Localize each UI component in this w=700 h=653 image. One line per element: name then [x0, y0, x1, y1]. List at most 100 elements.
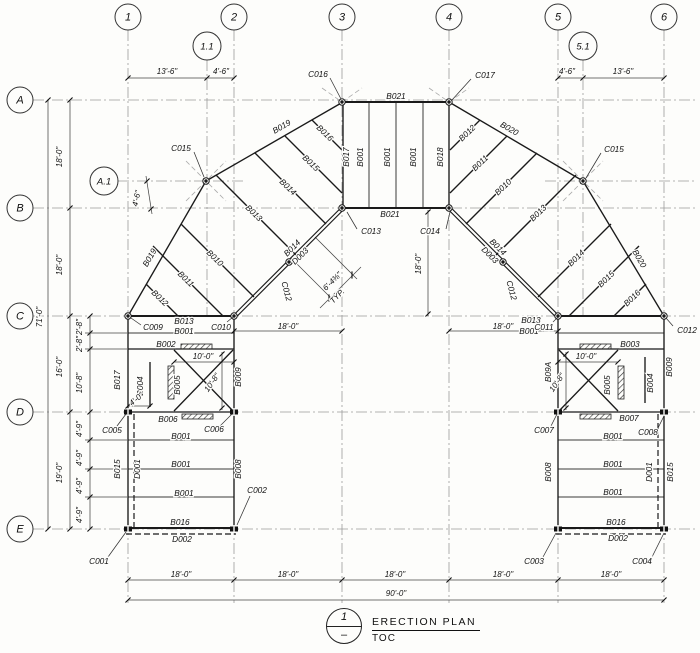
dimension-text: 18'-0"	[414, 253, 423, 275]
leader-line	[116, 413, 127, 427]
construction-line	[321, 87, 343, 103]
beam-line	[448, 101, 584, 182]
drawing-title: ERECTION PLAN	[372, 616, 481, 631]
dimension-tick	[580, 75, 586, 81]
grid-bubble-label: 1	[125, 12, 131, 24]
dimension-tick	[87, 526, 93, 532]
grid-bubble-label: E	[16, 524, 24, 536]
beam-label-b001: B001	[171, 459, 190, 469]
grid-bubble-circle	[6, 515, 34, 543]
leader-line	[329, 77, 342, 100]
beam-label-b017: B017	[112, 370, 122, 390]
bearing-plate	[579, 343, 612, 350]
grid-bubble-a: A	[6, 86, 34, 114]
dimension-text: 10'-0"	[193, 352, 215, 361]
beam-label-b005: B005	[172, 375, 182, 395]
beam-line	[205, 101, 344, 182]
dimension-ticks	[45, 75, 667, 603]
dimension-tick	[87, 330, 93, 336]
leader-line	[193, 151, 205, 178]
bearing-plate	[180, 343, 213, 350]
beam-label-b009: B009	[664, 357, 674, 377]
beam-label-c012: C012	[280, 280, 295, 302]
beam-label-d001: D001	[644, 462, 654, 482]
beam-label-b021: B021	[380, 209, 399, 219]
beam-line	[465, 152, 538, 225]
column-label-c008: C008	[638, 427, 658, 437]
leader-line	[346, 211, 358, 230]
hatch-plates	[167, 343, 625, 420]
grid-bubble-label: C	[16, 311, 24, 323]
dimension-text: 18'-0"	[55, 146, 64, 168]
dimension-text: 16'-0"	[55, 356, 64, 378]
grid-bubble-label: 5.1	[576, 42, 589, 53]
column-node-center	[556, 314, 560, 318]
column-marks	[124, 408, 668, 533]
dimension-text: 18'-0"	[278, 322, 300, 331]
beam-line	[582, 180, 665, 317]
dimension-tick	[555, 328, 561, 334]
grid-bubble-a.1: A.1	[89, 166, 119, 196]
dimension-text: 4'-6"	[559, 67, 576, 76]
dimension-tick	[661, 577, 667, 583]
column-label-c004: C004	[632, 556, 652, 566]
dimension-tick	[45, 526, 51, 532]
dimension-tick	[446, 328, 452, 334]
beam-line	[127, 180, 207, 317]
drawing-subtitle: TOC	[372, 633, 396, 644]
leader-line	[657, 415, 665, 429]
grid-bubble-circle	[89, 166, 119, 196]
beam-line	[613, 283, 647, 317]
leader-line	[236, 495, 251, 526]
beam-label-b001: B001	[355, 147, 365, 166]
beam-label-b001: B001	[174, 488, 193, 498]
leader-line	[552, 316, 559, 323]
dimension-tick	[67, 313, 73, 319]
grid-bubble-circle	[6, 194, 34, 222]
column-node-center	[126, 314, 130, 318]
column-label-c015: C015	[171, 143, 191, 153]
grid-bubble-label: D	[16, 407, 24, 419]
dimension-tick	[231, 328, 237, 334]
dimension-tick	[219, 351, 225, 357]
grid-bubble-label: 2	[230, 12, 237, 24]
grid-bubble-circle	[544, 3, 572, 31]
beam-label-b008: B008	[233, 459, 243, 479]
beam-label-b004: B004	[645, 373, 655, 393]
beam-label-b015: B015	[665, 462, 675, 482]
grid-bubble-label: A.1	[96, 177, 111, 188]
dimension-tick	[339, 328, 345, 334]
grid-bubble-3: 3	[328, 3, 356, 31]
leader-line	[585, 152, 602, 179]
leader-line	[651, 532, 665, 558]
beam-label-b018: B018	[435, 147, 445, 167]
dimension-tick	[446, 577, 452, 583]
dimension-text: 13'-6"	[157, 67, 179, 76]
beam-label-b017: B017	[341, 147, 351, 167]
beam-line	[568, 245, 640, 317]
beam-line	[173, 349, 234, 412]
dimension-tick	[87, 346, 93, 352]
column-node-center	[340, 206, 344, 210]
beam-label-b020: B020	[499, 119, 521, 138]
beam-label-b001: B001	[603, 431, 622, 441]
beam-label-b015: B015	[112, 459, 122, 479]
dimension-text: 10'-8"	[75, 372, 84, 394]
dimension-text: 4'-9"	[75, 477, 84, 494]
leader-line	[445, 211, 451, 230]
column-label-c015: C015	[604, 144, 624, 154]
column-nodes	[124, 98, 668, 320]
leader-lines	[107, 77, 674, 558]
dimension-tick	[144, 178, 150, 184]
dimension-tick	[67, 205, 73, 211]
beam-label-b014: B014	[565, 247, 586, 268]
construction-line	[341, 87, 363, 103]
beam-label-d002: D002	[608, 533, 628, 543]
detail-ref: –	[340, 629, 348, 641]
beam-label-b020: B020	[630, 248, 649, 270]
leader-line	[550, 413, 558, 427]
beam-line	[254, 152, 327, 225]
column-label-c013: C013	[361, 226, 381, 236]
dimension-tick	[231, 75, 237, 81]
